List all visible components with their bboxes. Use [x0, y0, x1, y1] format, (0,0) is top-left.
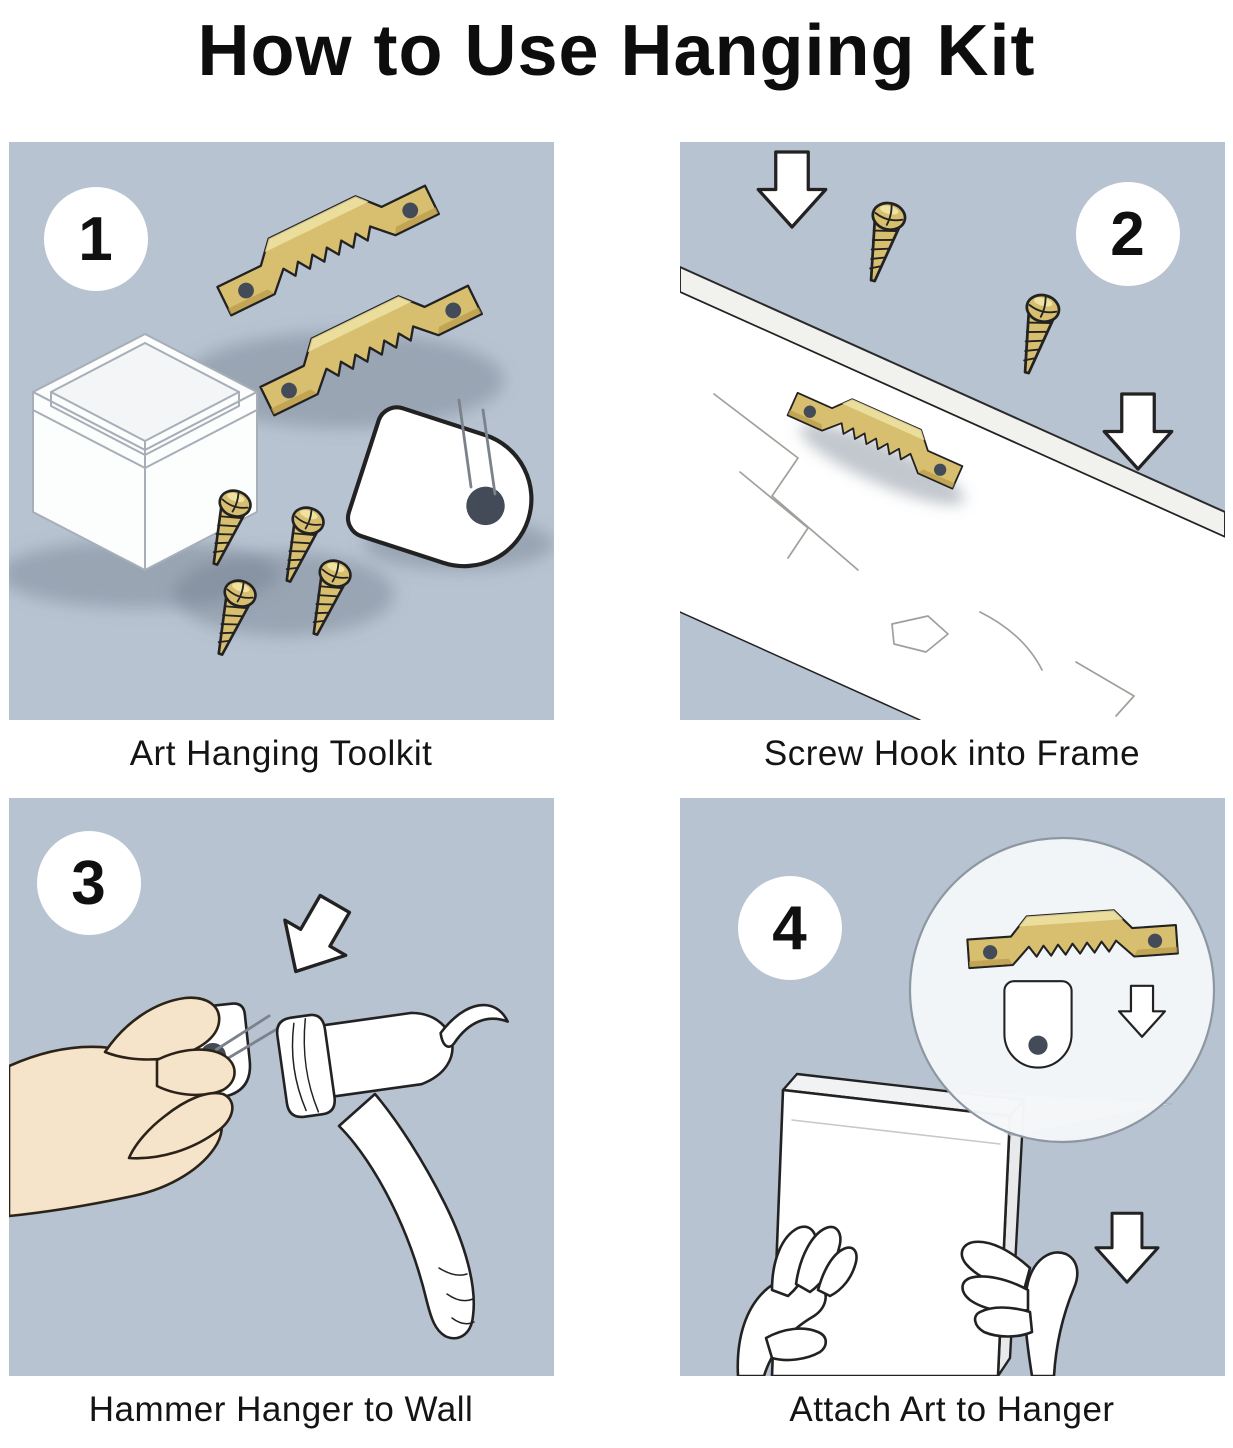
step-1-panel: 1: [8, 142, 554, 720]
step-1-badge: 1: [43, 187, 148, 291]
steps-grid: 1 Art Hanging Toolkit: [0, 142, 1233, 1430]
step-3-panel: 3: [8, 798, 554, 1376]
step-2-badge: 2: [1075, 182, 1180, 286]
down-arrow-icon: [263, 884, 367, 991]
hand: [8, 996, 236, 1218]
page-title: How to Use Hanging Kit: [197, 11, 1036, 91]
index-finger: [103, 996, 220, 1061]
step-2-panel: 2: [679, 142, 1225, 720]
frame-illustration: [679, 150, 1225, 720]
step-2-cell: 2 Screw Hook into Frame: [679, 142, 1225, 774]
left-hand: [735, 1225, 858, 1376]
sawtooth-hanger: [206, 165, 440, 317]
toolkit-illustration: [8, 165, 554, 661]
step-4-caption: Attach Art to Hanger: [789, 1390, 1115, 1429]
step-1-caption: Art Hanging Toolkit: [129, 734, 433, 773]
step-3-caption: Hammer Hanger to Wall: [88, 1390, 474, 1429]
step-2-caption: Screw Hook into Frame: [763, 734, 1141, 773]
down-arrow-icon: [1093, 1211, 1160, 1284]
hammer-claw: [438, 1003, 509, 1048]
step-4-badge: 4: [737, 876, 842, 980]
attach-illustration: [735, 836, 1215, 1376]
thumb: [127, 1091, 234, 1160]
screw: [855, 198, 909, 286]
step-4-cell: 4 Attach Art to Hanger: [679, 798, 1225, 1430]
down-arrow-icon: [1102, 392, 1173, 471]
step-4-panel: 4: [679, 798, 1225, 1376]
hanger-shadow: [183, 332, 504, 428]
wood-grain: [712, 393, 1135, 717]
step-3-badge: 3: [36, 831, 141, 935]
middle-finger: [155, 1048, 236, 1097]
hammer: [275, 1003, 509, 1340]
hammer-head: [275, 1003, 509, 1119]
step-1-cell: 1 Art Hanging Toolkit: [8, 142, 554, 774]
hammer-illustration: [8, 884, 509, 1340]
hanger-shadow: [798, 423, 965, 505]
right-hand: [960, 1240, 1079, 1376]
wall-hook: [1002, 980, 1073, 1069]
hammer-handle: [337, 1092, 475, 1340]
wood-frame-board: [679, 266, 1225, 720]
screws-shadow: [173, 552, 394, 636]
screw: [1009, 290, 1063, 378]
hook-pins: [457, 398, 496, 496]
down-arrow-icon: [756, 150, 827, 229]
step-3-cell: 3 Hammer Hanger to Wall: [8, 798, 554, 1430]
